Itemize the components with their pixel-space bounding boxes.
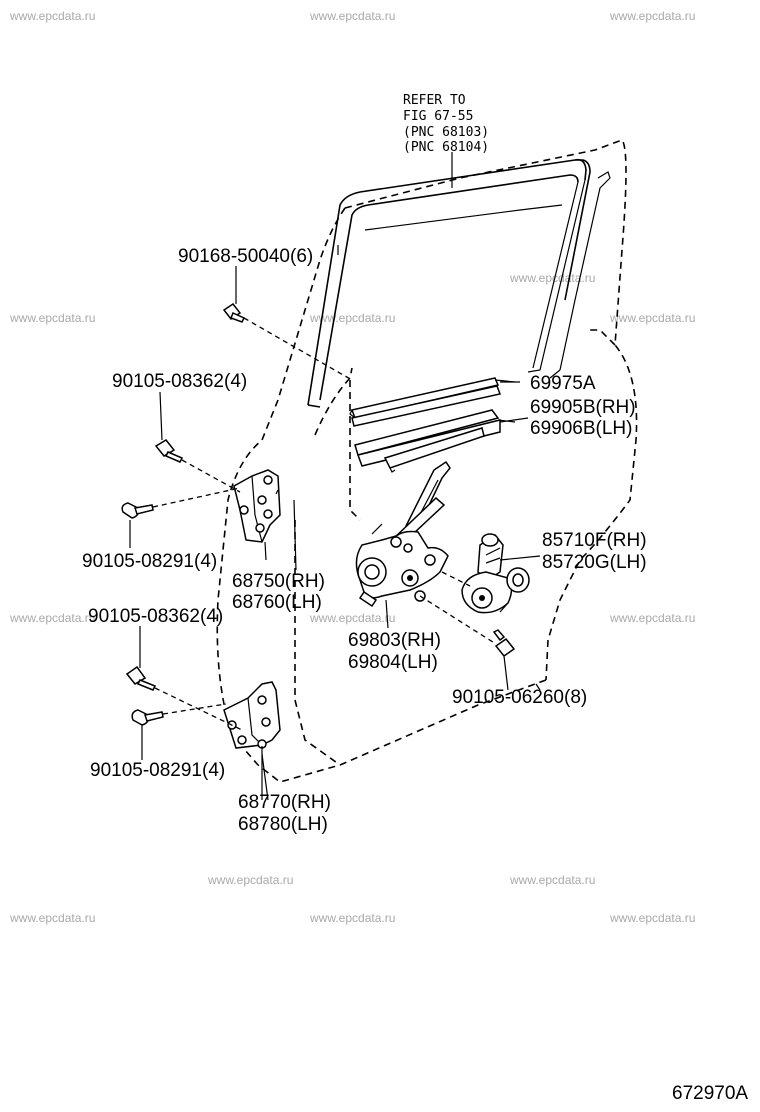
label-bolt-upper-1: 90105-08362(4) <box>112 371 247 392</box>
belt-molding-strip <box>349 377 516 427</box>
label-hinge-upper-lh: 68760(LH) <box>232 592 322 613</box>
door-panel-outline <box>216 139 638 783</box>
hinge-lower <box>223 681 281 749</box>
watermark: www.epcdata.ru <box>9 911 95 925</box>
label-channel-rh: 69905B(RH) <box>530 397 636 418</box>
label-bolt-motor: 90105-06260(8) <box>452 687 587 708</box>
figure-id: 672970A <box>672 1083 748 1104</box>
watermark: www.epcdata.ru <box>609 9 695 23</box>
window-frame-weatherstrip <box>307 158 611 408</box>
bolt-90105-06260 <box>492 629 516 658</box>
hinge-upper <box>233 469 281 561</box>
label-regulator-rh: 69803(RH) <box>348 630 441 651</box>
label-hinge-upper-rh: 68750(RH) <box>232 571 325 592</box>
label-bolt-lower-1: 90105-08362(4) <box>88 606 223 627</box>
watermark: www.epcdata.ru <box>609 911 695 925</box>
watermark: www.epcdata.ru <box>309 911 395 925</box>
watermark: www.epcdata.ru <box>609 611 695 625</box>
bolt-upper-08362 <box>154 439 184 463</box>
label-channel-lh: 69906B(LH) <box>530 418 632 439</box>
callout-labels: 90168-50040(6) 90105-08362(4) 69975A 699… <box>82 246 647 835</box>
label-hinge-lower-lh: 68780(LH) <box>238 814 328 835</box>
reference-line-1: REFER TO <box>403 93 466 108</box>
leader-lines <box>129 266 541 801</box>
label-bolt-top: 90168-50040(6) <box>178 246 313 267</box>
bolt-90168-50040 <box>222 302 246 323</box>
label-motor-lh: 85720G(LH) <box>542 552 647 573</box>
watermark: www.epcdata.ru <box>509 271 595 285</box>
bolt-upper-08291 <box>121 502 154 519</box>
watermark: www.epcdata.ru <box>207 873 293 887</box>
label-weatherstrip: 69975A <box>530 373 596 394</box>
window-motor <box>461 533 530 614</box>
watermark-layer: www.epcdata.ru www.epcdata.ru www.epcdat… <box>9 9 695 925</box>
watermark: www.epcdata.ru <box>9 311 95 325</box>
glass-run-channel <box>337 204 563 255</box>
window-regulator <box>355 460 451 608</box>
watermark: www.epcdata.ru <box>509 873 595 887</box>
reference-line-3: (PNC 68103) <box>403 125 489 140</box>
watermark: www.epcdata.ru <box>309 311 395 325</box>
label-regulator-lh: 69804(LH) <box>348 652 438 673</box>
glass-channel <box>354 409 516 473</box>
watermark: www.epcdata.ru <box>9 9 95 23</box>
reference-line-2: FIG 67-55 <box>403 109 473 124</box>
bolt-lower-08362 <box>125 665 157 691</box>
watermark: www.epcdata.ru <box>309 611 395 625</box>
watermark: www.epcdata.ru <box>609 311 695 325</box>
reference-line-4: (PNC 68104) <box>403 140 489 155</box>
watermark: www.epcdata.ru <box>9 611 95 625</box>
watermark: www.epcdata.ru <box>309 9 395 23</box>
label-bolt-lower-2: 90105-08291(4) <box>90 760 225 781</box>
label-bolt-upper-2: 90105-08291(4) <box>82 551 217 572</box>
reference-note: REFER TO FIG 67-55 (PNC 68103) (PNC 6810… <box>403 93 489 155</box>
label-hinge-lower-rh: 68770(RH) <box>238 792 331 813</box>
bolt-lower-08291 <box>131 709 164 726</box>
label-motor-rh: 85710F(RH) <box>542 530 647 551</box>
